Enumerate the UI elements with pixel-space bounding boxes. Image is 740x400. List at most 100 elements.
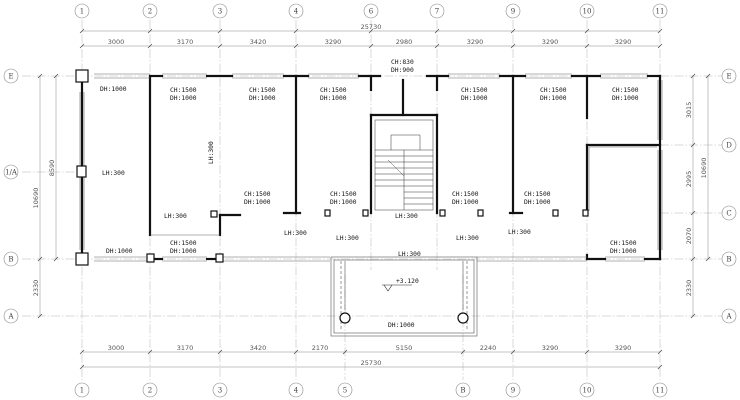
ann-room3-top-ch: CH:1500	[249, 87, 276, 94]
dimension-ticks	[37, 28, 711, 370]
grid-label-right-b: B	[726, 256, 731, 264]
ann-room1-lh: LH:300	[102, 170, 125, 177]
ann-corr-lh4: LH:300	[456, 235, 479, 242]
ann-room7-top-ch: CH:1500	[612, 87, 639, 94]
opening-annotations: CH:830 DH:900 DH:1000 LH:300 DH:1000 CH:…	[100, 59, 639, 329]
grid-label-bottom-3: 3	[218, 387, 222, 395]
ann-elevation: +3.120	[396, 278, 419, 285]
dim-left-overall: 10690	[32, 188, 40, 209]
ann-room1-bottom: DH:1000	[106, 248, 133, 255]
grid-label-right-d: D	[726, 142, 732, 150]
dim-top-overall: 25730	[361, 23, 382, 31]
ann-room2-lh: LH:300	[164, 213, 187, 220]
columns	[75, 69, 589, 266]
dim-bottom-1: 3000	[108, 344, 125, 352]
canopy-column-right	[457, 312, 469, 324]
ann-stair-lh: LH:300	[395, 213, 418, 220]
dimension-text-bottom: 3000 3170 3420 2170 5150 2240 3290 3290 …	[108, 344, 632, 367]
dim-bottom-3: 3420	[250, 344, 267, 352]
ann-corr-lh5: LH:300	[508, 229, 531, 236]
ann-room2-bot-dh: DH:1000	[170, 248, 197, 255]
ann-room2-top-dh: DH:1000	[170, 95, 197, 102]
ann-room1-top: DH:1000	[100, 86, 127, 93]
grid-label-top-11: 11	[656, 8, 665, 16]
ann-room6-top-dh: DH:1000	[540, 95, 567, 102]
dimension-text-top: 25730 3000 3170 3420 3290 2980 3290 3290…	[108, 23, 632, 46]
dim-top-3: 3420	[250, 38, 267, 46]
ann-room3-lh: LH:300	[208, 141, 215, 164]
ann-stair-left-ch: CH:1500	[330, 191, 357, 198]
grid-bubbles	[3, 3, 737, 398]
grid-label-right-e: E	[726, 73, 731, 81]
ann-room3-top-dh: DH:1000	[249, 95, 276, 102]
ann-corr-lh1: LH:300	[284, 230, 307, 237]
dim-top-4: 3290	[325, 38, 342, 46]
grid-label-bottom-2: 2	[148, 387, 152, 395]
grid-label-top-3: 3	[218, 8, 222, 16]
ann-stair-right-dh: DH:1000	[452, 199, 479, 206]
dim-bottom-6: 2240	[480, 344, 497, 352]
dim-left-bottom: 2330	[32, 280, 40, 297]
grid-label-left-1a: 1/A	[5, 169, 18, 177]
dim-right-overall: 10690	[700, 158, 708, 179]
grid-label-top-1: 1	[80, 8, 84, 16]
ann-stair-right-ch: CH:1500	[452, 191, 479, 198]
ann-corr-lh3: LH:300	[398, 251, 421, 258]
dim-right-3: 2070	[685, 228, 693, 245]
grid-label-top-9: 9	[511, 8, 515, 16]
ann-corr-lh2: LH:300	[336, 235, 359, 242]
dim-bottom-4: 2170	[312, 344, 329, 352]
grid-label-left-a: A	[7, 313, 14, 321]
dim-top-1: 3000	[108, 38, 125, 46]
ann-room2-bot-ch: CH:1500	[170, 240, 197, 247]
grid-label-right-c: C	[726, 210, 731, 218]
ann-room3-bot-ch: CH:1500	[244, 191, 271, 198]
grid-label-bottom-b: B	[460, 387, 465, 395]
grid-label-top-2: 2	[148, 8, 152, 16]
window-lines	[79, 73, 663, 262]
dim-right-2: 2995	[685, 171, 693, 188]
ann-room7-bot-ch: CH:1500	[610, 240, 637, 247]
grid-label-top-7: 7	[435, 8, 439, 16]
elevation-symbol	[382, 284, 412, 292]
ann-entry-dh: DH:1000	[388, 322, 415, 329]
grid-label-left-e: E	[8, 73, 13, 81]
grid-label-right-a: A	[725, 313, 732, 321]
grid-bubble-labels: 1 2 3 4 6 7 9 10 11 1 2 3 4 5 B 9 10 11 …	[5, 8, 732, 395]
dim-left-inner: 8590	[48, 160, 56, 177]
grid-label-top-4: 4	[294, 8, 299, 16]
dimension-text-right: 3015 2995 2070 2330 10690	[685, 102, 708, 297]
grid-label-top-10: 10	[583, 8, 592, 16]
ann-room4-top-dh: DH:1000	[320, 95, 347, 102]
ann-stair-left-dh: DH:1000	[330, 199, 357, 206]
dim-bottom-overall: 25730	[361, 359, 382, 367]
ann-room2-top-ch: CH:1500	[170, 87, 197, 94]
ann-room7-top-dh: DH:1000	[612, 95, 639, 102]
ann-room5-top-dh: DH:1000	[461, 95, 488, 102]
dim-top-2: 3170	[177, 38, 194, 46]
ann-top-center-dh: DH:900	[391, 67, 414, 74]
grid-label-bottom-5: 5	[343, 387, 347, 395]
ann-room6-bot-dh: DH:1000	[524, 199, 551, 206]
dim-right-1: 3015	[685, 102, 693, 119]
ann-room5-top-ch: CH:1500	[461, 87, 488, 94]
grid-label-left-b: B	[8, 256, 13, 264]
dim-top-8: 3290	[615, 38, 632, 46]
dim-top-5: 2980	[396, 38, 413, 46]
grid-label-top-6: 6	[369, 8, 374, 16]
canopy-column-left	[339, 312, 351, 324]
dim-bottom-7: 3290	[542, 344, 559, 352]
ann-room3-bot-dh: DH:1000	[244, 199, 271, 206]
grid-label-bottom-1: 1	[80, 387, 84, 395]
dim-bottom-5: 5150	[396, 344, 413, 352]
dim-right-4: 2330	[685, 280, 693, 297]
dim-top-7: 3290	[542, 38, 559, 46]
grid-label-bottom-10: 10	[583, 387, 592, 395]
grid-label-bottom-11: 11	[656, 387, 665, 395]
ann-room7-bot-dh: DH:1000	[610, 248, 637, 255]
dim-bottom-8: 3290	[615, 344, 632, 352]
ann-room6-bot-ch: CH:1500	[524, 191, 551, 198]
ann-top-center-ch: CH:830	[391, 59, 414, 66]
ann-room6-top-ch: CH:1500	[540, 87, 567, 94]
